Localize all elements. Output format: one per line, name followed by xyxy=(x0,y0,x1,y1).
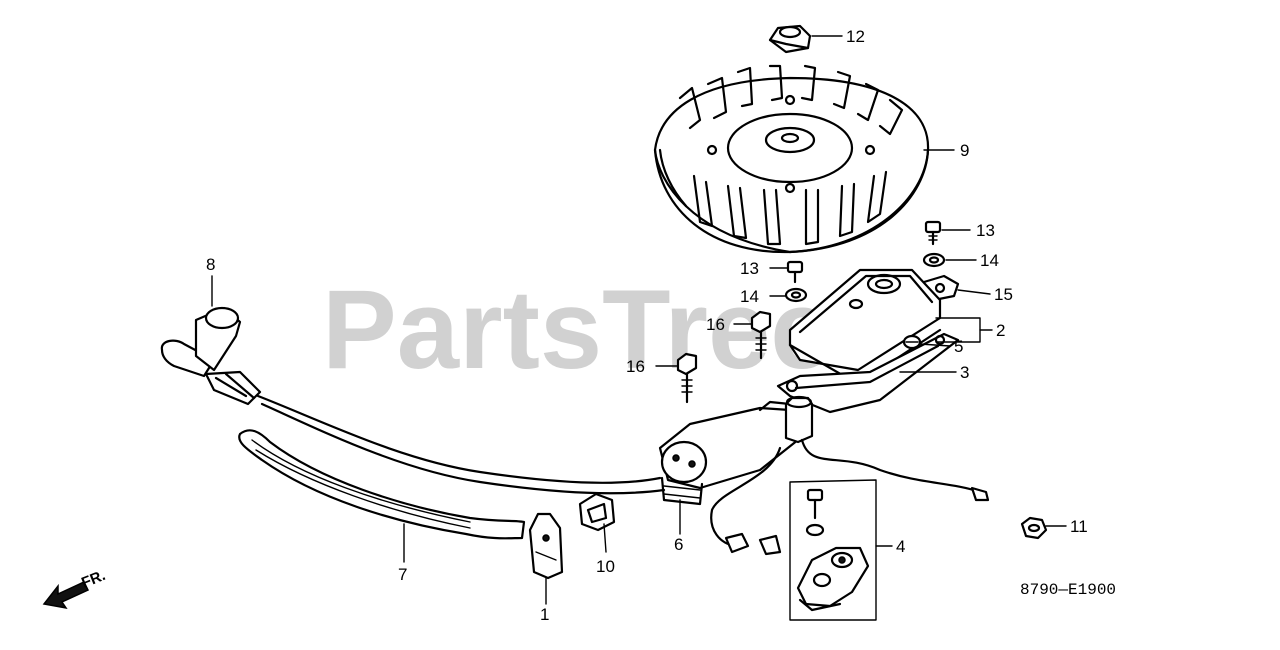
high-tension-cable-top xyxy=(256,394,662,484)
callout-5: 5 xyxy=(954,337,963,356)
part-7-protector-tube[interactable] xyxy=(238,429,526,540)
part-11-nut[interactable] xyxy=(1020,516,1048,540)
callout-8: 8 xyxy=(206,255,215,274)
arrow-left-icon xyxy=(42,581,90,610)
callout-labels: 12 9 13 14 15 2 5 3 13 14 16 16 8 6 4 11… xyxy=(206,27,1088,624)
callout-16-lower: 16 xyxy=(626,357,645,376)
part-6-ignition-coil[interactable] xyxy=(658,395,814,506)
part-4-contact-breaker[interactable] xyxy=(789,479,877,621)
part-16-bolt-upper[interactable] xyxy=(750,310,772,360)
breaker-wire-connector xyxy=(724,532,750,554)
part-12-flywheel-nut[interactable] xyxy=(768,24,812,54)
wire-terminal xyxy=(970,486,990,502)
part-1-clip[interactable] xyxy=(528,512,564,580)
callout-16-upper: 16 xyxy=(706,315,725,334)
part-5-screw[interactable] xyxy=(902,334,922,350)
coil-ground-wire xyxy=(800,438,982,494)
part-8-spark-plug-cap[interactable] xyxy=(160,306,262,406)
callout-14-left: 14 xyxy=(740,287,759,306)
callout-11: 11 xyxy=(1070,517,1088,536)
callout-12: 12 xyxy=(846,27,865,46)
part-16-bolt-lower[interactable] xyxy=(676,352,698,404)
callout-15: 15 xyxy=(994,285,1013,304)
callout-13-left: 13 xyxy=(740,259,759,278)
part-14-washer-left[interactable] xyxy=(784,287,808,303)
callout-6: 6 xyxy=(674,535,683,554)
part-10-clamp[interactable] xyxy=(578,492,616,532)
breaker-wire-tab xyxy=(758,534,782,556)
callout-1: 1 xyxy=(540,605,549,624)
callout-14-right: 14 xyxy=(980,251,999,270)
callout-7: 7 xyxy=(398,565,407,584)
callout-3: 3 xyxy=(960,363,969,382)
breaker-wire xyxy=(710,446,782,548)
callout-4: 4 xyxy=(896,537,905,556)
front-label: FR. xyxy=(79,567,108,592)
part-3-gasket[interactable] xyxy=(776,332,960,414)
callout-13-right: 13 xyxy=(976,221,995,240)
part-14-washer-right[interactable] xyxy=(922,252,946,268)
callout-10: 10 xyxy=(596,557,615,576)
callout-9: 9 xyxy=(960,141,969,160)
part-13-bolt-left[interactable] xyxy=(786,260,804,284)
high-tension-cable-bottom xyxy=(260,402,666,495)
front-direction-arrow: FR. xyxy=(42,567,108,610)
callout-2: 2 xyxy=(996,321,1005,340)
part-9-flywheel[interactable] xyxy=(653,64,930,254)
part-13-bolt-right[interactable] xyxy=(924,220,942,246)
watermark: PartsTree xyxy=(322,267,833,392)
leader-lines xyxy=(211,35,1067,605)
diagram-code: 8790—E1900 xyxy=(1020,581,1116,599)
